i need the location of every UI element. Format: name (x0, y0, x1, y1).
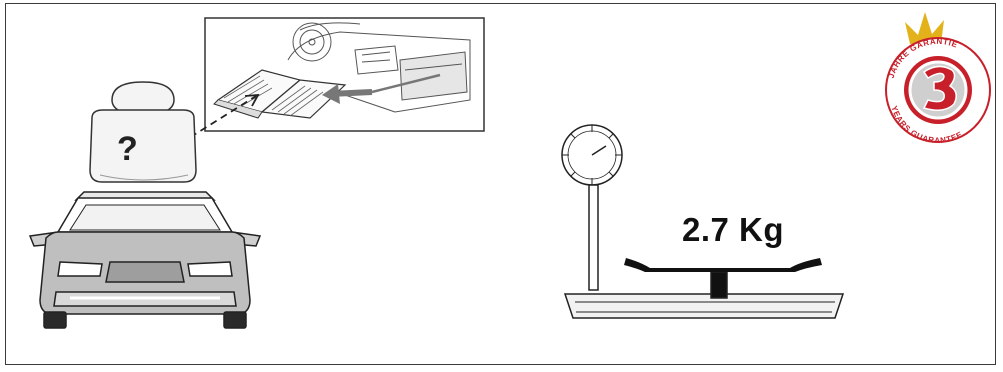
manual-icon (213, 69, 347, 119)
unknown-weight-label: ? (117, 130, 138, 168)
weight-icon (89, 81, 197, 183)
car-icon (28, 191, 262, 329)
manual-panel (204, 17, 485, 132)
guarantee-badge-icon: JAHRE GARANTIE YEARS GUARANTEE (885, 12, 991, 145)
scale-icon (561, 124, 845, 319)
scale-reading-label: 2.7 Kg (682, 211, 785, 248)
arrow-head-icon (322, 84, 340, 104)
